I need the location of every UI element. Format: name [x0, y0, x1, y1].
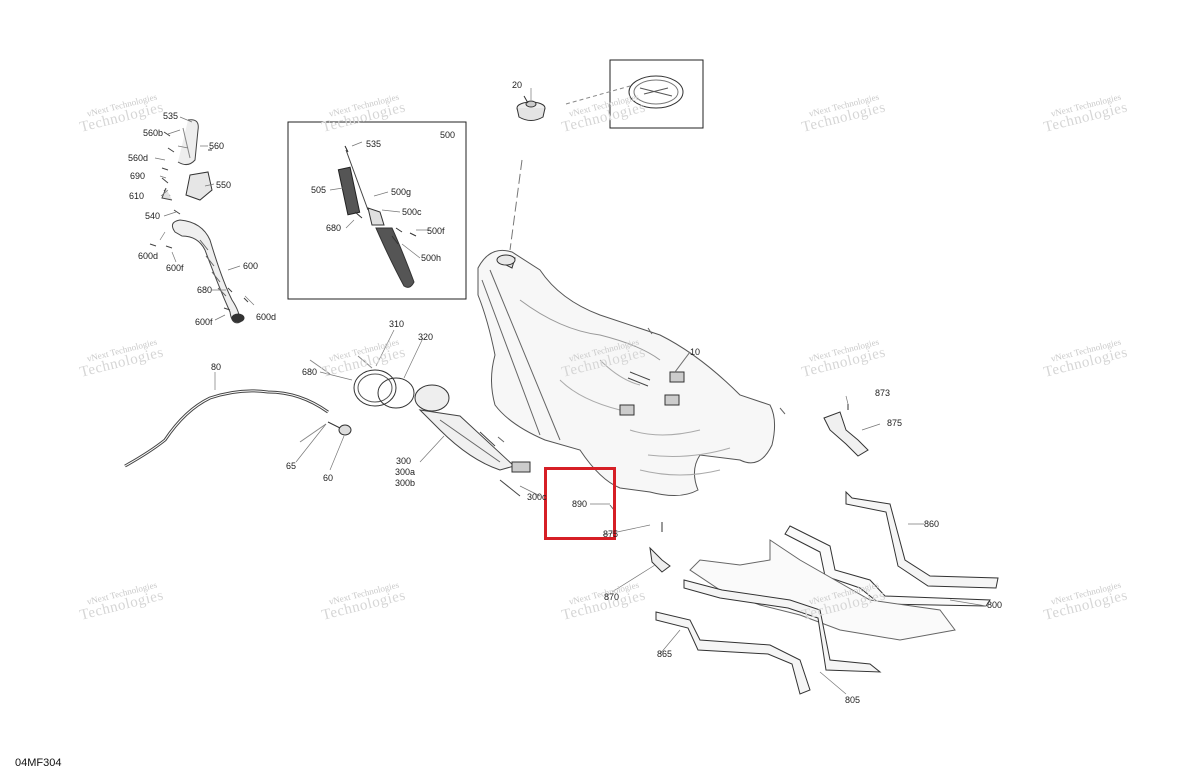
selected-part-highlight	[544, 467, 616, 540]
pump-module-part	[309, 355, 531, 497]
part-label-65[interactable]: 65	[286, 461, 297, 471]
part-label-80[interactable]: 80	[211, 362, 222, 372]
part-label-875[interactable]: 875	[887, 418, 903, 428]
leader-lines	[154, 88, 987, 695]
fuel-cap-part	[509, 95, 546, 251]
part-label-600[interactable]: 600	[243, 261, 259, 271]
part-label-600f[interactable]: 600f	[166, 263, 184, 273]
part-label-505[interactable]: 505	[311, 185, 327, 195]
vent-hose-part	[124, 389, 352, 468]
detail-inset-box	[287, 121, 467, 300]
part-label-560[interactable]: 560	[209, 141, 225, 151]
part-label-680[interactable]: 680	[302, 367, 318, 377]
part-label-550[interactable]: 550	[216, 180, 232, 190]
part-label-300a[interactable]: 300a	[395, 467, 416, 477]
part-label-610[interactable]: 610	[129, 191, 145, 201]
part-label-600d[interactable]: 600d	[256, 312, 277, 322]
part-label-320[interactable]: 320	[418, 332, 434, 342]
part-label-865[interactable]: 865	[657, 649, 673, 659]
part-label-600d[interactable]: 600d	[138, 251, 159, 261]
part-label-800[interactable]: 800	[987, 600, 1003, 610]
part-label-20[interactable]: 20	[512, 80, 523, 90]
part-label-560d[interactable]: 560d	[128, 153, 149, 163]
part-label-500[interactable]: 500	[440, 130, 456, 140]
fuel-tank-part	[477, 249, 786, 511]
part-label-875[interactable]: 875	[603, 529, 619, 539]
part-label-535[interactable]: 535	[163, 111, 179, 121]
part-label-300b[interactable]: 300b	[395, 478, 416, 488]
part-label-300c[interactable]: 300c	[527, 492, 547, 502]
part-label-680[interactable]: 680	[326, 223, 342, 233]
part-label-535[interactable]: 535	[366, 139, 382, 149]
filler-neck-part	[149, 119, 249, 324]
part-label-10[interactable]: 10	[690, 347, 701, 357]
mounting-brackets-part	[649, 404, 999, 695]
part-label-860[interactable]: 860	[924, 519, 940, 529]
part-label-540[interactable]: 540	[145, 211, 161, 221]
part-label-300[interactable]: 300	[396, 456, 412, 466]
part-label-805[interactable]: 805	[845, 695, 861, 705]
part-label-870[interactable]: 870	[604, 592, 620, 602]
part-label-310[interactable]: 310	[389, 319, 405, 329]
part-label-873[interactable]: 873	[875, 388, 891, 398]
part-label-500g[interactable]: 500g	[391, 187, 412, 197]
part-label-60[interactable]: 60	[323, 473, 334, 483]
cap-detail-inset-box	[609, 59, 704, 129]
part-label-690[interactable]: 690	[130, 171, 146, 181]
part-label-680[interactable]: 680	[197, 285, 213, 295]
part-label-600f[interactable]: 600f	[195, 317, 213, 327]
part-label-560b[interactable]: 560b	[143, 128, 164, 138]
part-label-500f[interactable]: 500f	[427, 226, 445, 236]
part-label-500h[interactable]: 500h	[421, 253, 442, 263]
fuel-pump-detail-part	[337, 145, 417, 288]
diagram-code: 04MF304	[15, 757, 62, 769]
cap-top-view	[565, 75, 684, 109]
part-label-500c[interactable]: 500c	[402, 207, 422, 217]
part-label-890[interactable]: 890	[572, 499, 588, 509]
